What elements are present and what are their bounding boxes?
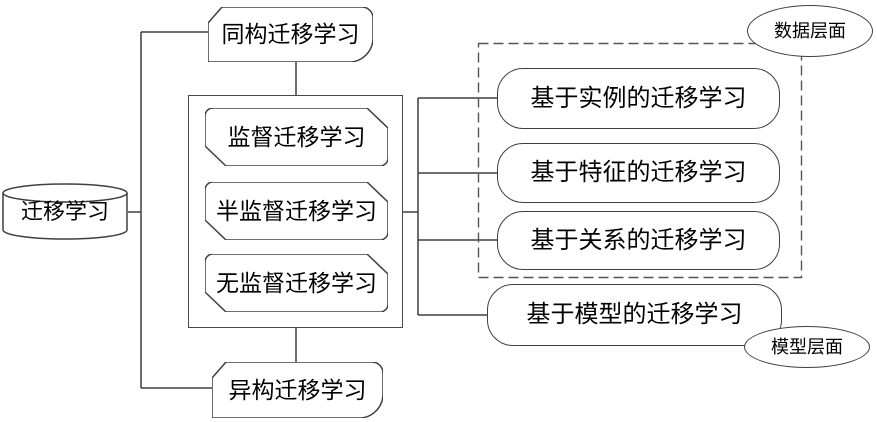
data-level-label: 数据层面 (774, 21, 846, 41)
relation-based-label: 基于关系的迁移学习 (530, 226, 747, 254)
node-model-based-transfer: 基于模型的迁移学习 (487, 284, 782, 346)
node-heterogeneous-transfer: 异构迁移学习 (212, 362, 383, 418)
node-relation-based-transfer: 基于关系的迁移学习 (497, 211, 780, 270)
feature-based-label: 基于特征的迁移学习 (530, 159, 747, 186)
supervised-label: 监督迁移学习 (227, 123, 366, 150)
node-homogeneous-transfer: 同构迁移学习 (208, 7, 373, 62)
cylinder-shape (2, 183, 128, 240)
model-based-label: 基于模型的迁移学习 (526, 301, 743, 328)
unsupervised-label: 无监督迁移学习 (216, 269, 377, 296)
root-label: 迁移学习 (20, 198, 109, 224)
node-unsupervised-transfer: 无监督迁移学习 (205, 254, 388, 312)
data-level-dashed-border (477, 42, 803, 279)
node-instance-based-transfer: 基于实例的迁移学习 (497, 68, 780, 129)
chamfer-round-shape (208, 7, 373, 62)
node-semi-supervised-transfer: 半监督迁移学习 (205, 182, 388, 240)
node-feature-based-transfer: 基于特征的迁移学习 (497, 143, 780, 203)
homogeneous-label: 同构迁移学习 (221, 21, 360, 47)
node-transfer-learning-root: 迁移学习 (2, 183, 128, 240)
instance-based-label: 基于实例的迁移学习 (530, 84, 747, 112)
node-supervised-transfer: 监督迁移学习 (205, 108, 388, 166)
chamfer-round-shape (212, 362, 383, 418)
heterogeneous-label: 异构迁移学习 (228, 376, 367, 403)
model-level-label: 模型层面 (771, 337, 843, 357)
semi-supervised-label: 半监督迁移学习 (216, 197, 377, 224)
data-level-ellipse: 数据层面 (747, 5, 873, 57)
model-level-ellipse: 模型层面 (744, 326, 870, 368)
supervision-group-box (188, 95, 403, 328)
